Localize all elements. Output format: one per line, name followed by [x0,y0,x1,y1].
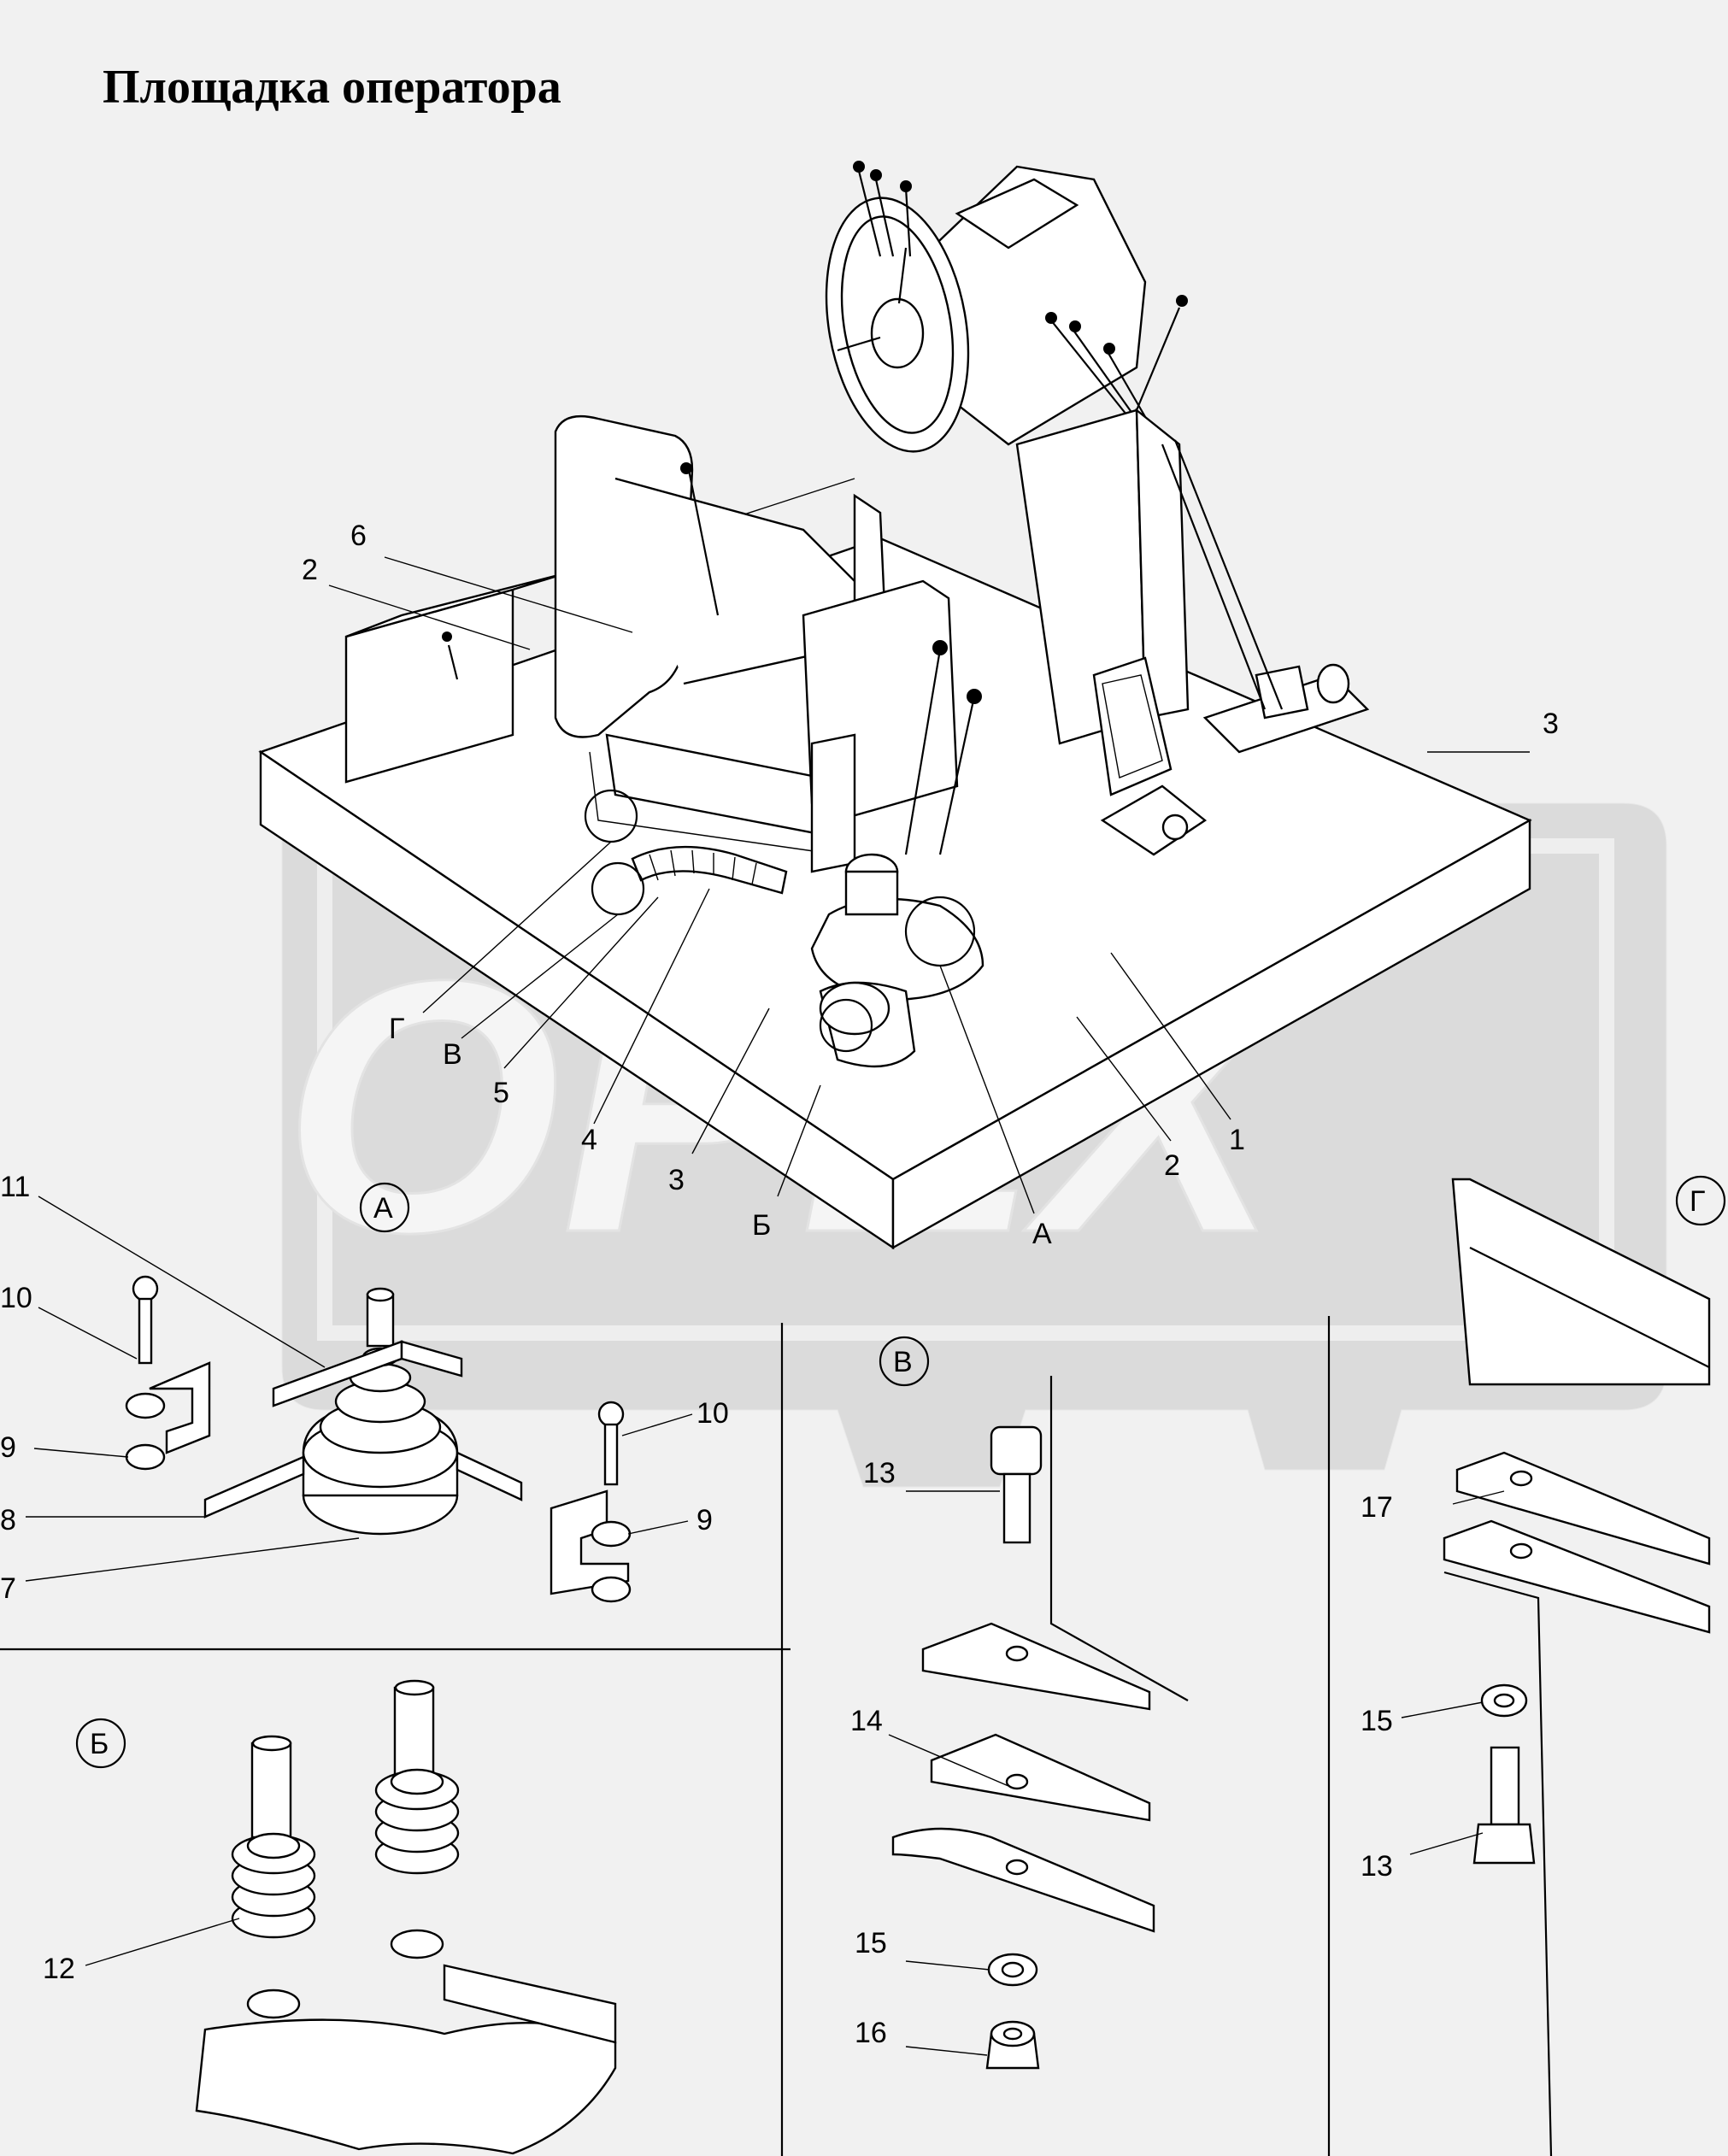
callout-4: 4 [581,1124,597,1156]
column-levers [853,161,1188,432]
callout-13-v: 13 [863,1457,896,1489]
callout-9-right: 9 [696,1504,713,1536]
callout-16: 16 [855,2017,887,2049]
panel-dividers [0,1316,1331,2156]
callout-6: 6 [350,520,367,552]
callout-17: 17 [1361,1491,1393,1524]
detail-v-mounting: В 13 14 15 16 [850,1336,1189,2070]
detail-g-marker: Г [1690,1185,1705,1218]
detail-a-joystick-boot: А [0,1171,729,1605]
callout-10-left: 10 [0,1282,32,1314]
callout-5: 5 [493,1077,509,1109]
callout-13-g: 13 [1361,1850,1393,1883]
callout-2-top: 2 [302,554,318,586]
callout-15-g: 15 [1361,1705,1393,1737]
callout-2-bottom: 2 [1164,1149,1180,1182]
callout-9-left: 9 [0,1431,16,1464]
detail-v-marker: В [893,1346,913,1378]
callout-7: 7 [0,1572,16,1605]
callout-3-right: 3 [1543,708,1559,740]
callout-3-bottom: 3 [668,1164,685,1196]
callout-1: 1 [1229,1124,1245,1156]
callout-12: 12 [43,1953,75,1985]
callout-11: 11 [0,1171,30,1203]
detail-g-platform-edge: Г 17 15 13 [1361,1175,1726,2156]
operator-platform-assembly: 6 2 3 Г В 5 4 3 Б А 2 1 [258,161,1559,1250]
detail-b-marker: Б [90,1728,109,1760]
detail-a-marker: А [373,1192,393,1225]
callout-15-v: 15 [855,1927,887,1959]
page-title: Площадка оператора [103,61,561,114]
callout-10-right: 10 [696,1397,729,1430]
callout-8: 8 [0,1504,16,1536]
callout-14: 14 [850,1705,883,1737]
callout-b: Б [752,1209,771,1242]
callout-a: А [1032,1218,1052,1250]
detail-b-pedal-boots: Б 12 [43,1679,617,2155]
callout-v: В [443,1038,462,1071]
callout-g: Г [389,1013,404,1045]
